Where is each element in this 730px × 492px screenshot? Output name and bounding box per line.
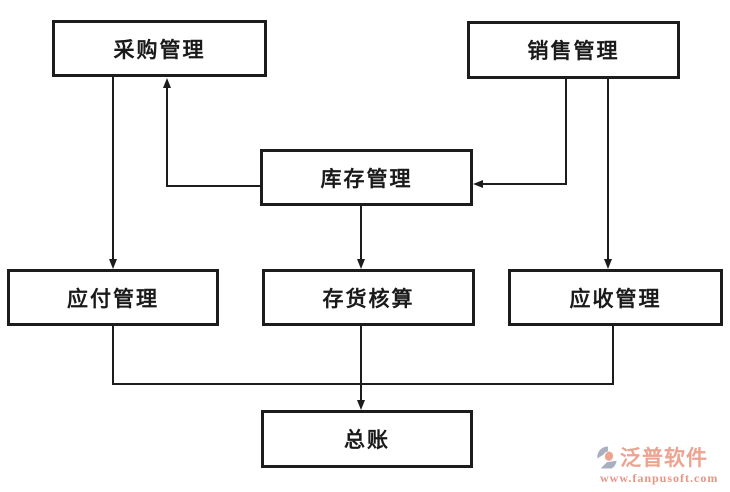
- node-sales-management: 销售管理: [467, 21, 680, 79]
- edge-sales-to-inventory-vline: [565, 79, 567, 185]
- edge-purchase-to-payable-arrowhead-icon: [109, 259, 117, 269]
- edge-sales-to-inventory-hline: [481, 183, 567, 185]
- watermark: 泛普软件 www.fanpusoft.com: [596, 442, 726, 486]
- node-sales-management-label: 销售管理: [527, 39, 620, 63]
- node-inventory-accounting: 存货核算: [262, 269, 475, 326]
- node-accounts-payable: 应付管理: [7, 269, 219, 326]
- watermark-brand-text: 泛普软件: [620, 447, 708, 470]
- node-purchase-management: 采购管理: [52, 20, 267, 77]
- node-inventory-accounting-label: 存货核算: [322, 286, 415, 311]
- node-inventory-management-label: 库存管理: [320, 166, 413, 191]
- edge-inventory-to-purchase-arrowhead-icon: [163, 78, 171, 88]
- edge-payable-down-line: [112, 326, 114, 385]
- edge-inventory-to-purchase-vline: [166, 87, 168, 187]
- edge-merge-bus-hline: [112, 383, 614, 385]
- node-inventory-management: 库存管理: [260, 149, 473, 206]
- node-accounts-receivable: 应收管理: [508, 269, 723, 326]
- fanpu-logo-icon: [597, 445, 617, 468]
- node-general-ledger-label: 总账: [344, 428, 390, 452]
- edge-purchase-to-payable-line: [112, 77, 114, 262]
- node-purchase-management-label: 采购管理: [113, 37, 206, 62]
- edge-to-ledger-arrowhead-icon: [357, 400, 365, 410]
- edge-receivable-down-line: [612, 326, 614, 385]
- edge-sales-to-inventory-arrowhead-icon: [473, 180, 483, 188]
- node-accounts-payable-label: 应付管理: [67, 286, 159, 311]
- watermark-url-text: www.fanpusoft.com: [600, 471, 719, 485]
- edge-inventory-to-invacc-line: [360, 206, 362, 262]
- edge-sales-to-receivable-arrowhead-icon: [604, 259, 612, 269]
- node-accounts-receivable-label: 应收管理: [569, 286, 662, 311]
- node-general-ledger: 总账: [261, 410, 473, 468]
- edge-inventory-to-purchase-hline: [166, 185, 262, 187]
- edge-sales-to-receivable-line: [607, 79, 609, 262]
- edge-invacc-to-ledger-line: [360, 326, 362, 402]
- edge-inventory-to-invacc-arrowhead-icon: [357, 259, 365, 269]
